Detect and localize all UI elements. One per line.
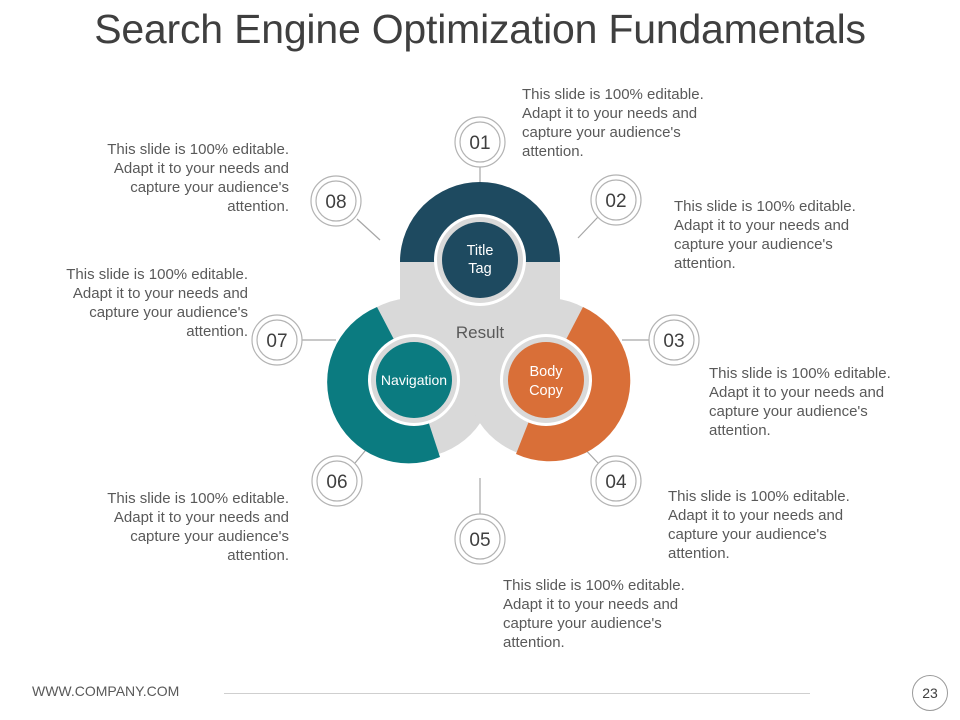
- marker-03: 03: [648, 314, 700, 366]
- marker-08: 08: [310, 175, 362, 227]
- marker-08-text: This slide is 100% editable. Adapt it to…: [107, 141, 289, 215]
- marker-02-text: This slide is 100% editable. Adapt it to…: [674, 198, 856, 272]
- marker-08-number: 08: [325, 192, 346, 213]
- connector-08: [356, 218, 381, 241]
- footer-url: WWW.COMPANY.COM: [32, 683, 180, 699]
- marker-06-number: 06: [326, 472, 347, 493]
- marker-01: 01: [454, 116, 506, 168]
- marker-04: 04: [590, 455, 642, 507]
- marker-05-number: 05: [469, 530, 490, 551]
- marker-07: 07: [251, 314, 303, 366]
- body-copy-label-2: Copy: [529, 383, 564, 399]
- marker-06: 06: [311, 455, 363, 507]
- marker-04-text: This slide is 100% editable. Adapt it to…: [668, 488, 850, 562]
- marker-01-number: 01: [469, 133, 490, 154]
- marker-05-text: This slide is 100% editable. Adapt it to…: [503, 577, 685, 651]
- body-copy-label-1: Body: [529, 364, 563, 380]
- navigation-label: Navigation: [381, 372, 447, 388]
- marker-02-number: 02: [605, 191, 626, 212]
- marker-01-text: This slide is 100% editable. Adapt it to…: [522, 86, 704, 160]
- marker-03-number: 03: [663, 331, 684, 352]
- navigation-circle: Navigation: [368, 334, 460, 426]
- page-number: 23: [912, 675, 948, 711]
- title-tag-circle: Title Tag: [434, 214, 526, 306]
- marker-02: 02: [590, 174, 642, 226]
- connector-02: [577, 216, 599, 239]
- marker-06-text: This slide is 100% editable. Adapt it to…: [107, 490, 289, 564]
- title-tag-label-2: Tag: [468, 261, 491, 277]
- marker-05: 05: [454, 513, 506, 565]
- footer-divider: [224, 693, 810, 694]
- marker-07-number: 07: [266, 331, 287, 352]
- marker-03-text: This slide is 100% editable. Adapt it to…: [709, 365, 891, 439]
- title-tag-label-1: Title: [467, 243, 494, 259]
- page-title: Search Engine Optimization Fundamentals: [94, 6, 866, 52]
- marker-07-text: This slide is 100% editable. Adapt it to…: [66, 266, 248, 340]
- marker-04-number: 04: [605, 472, 627, 493]
- result-label: Result: [456, 323, 504, 342]
- body-copy-circle: Body Copy: [500, 334, 592, 426]
